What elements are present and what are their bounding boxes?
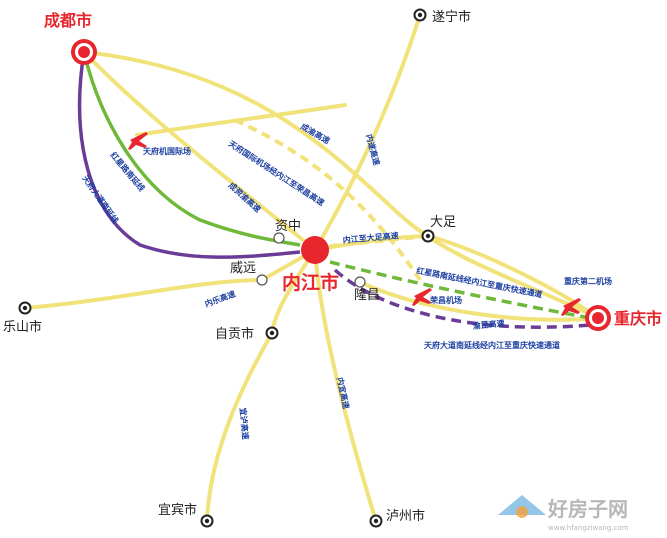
city-label-longchang: 隆昌	[354, 288, 380, 303]
airport-label-tianfu: 天府机国际场	[143, 146, 191, 156]
road-neisui	[270, 13, 422, 335]
airport-icons	[128, 132, 581, 316]
road-chengyu	[82, 50, 600, 320]
road-neile	[23, 248, 317, 310]
road-label-tianfu-ave-ext: 天府大道南延线经内江至重庆快速通道	[424, 340, 560, 350]
road-yiluo	[205, 331, 274, 523]
weiyuan-marker[interactable]	[256, 274, 268, 286]
road-tianfu-ext	[234, 118, 422, 282]
route-hongxing	[82, 51, 301, 247]
road-label-hongxing-ext: 红星路南延线经内江至重庆快速通道	[416, 265, 544, 299]
road-dazu-dash	[329, 234, 429, 248]
watermark-url: www.hfangziwang.com	[548, 524, 629, 532]
road-label-yurong: 渝昆高速	[471, 318, 505, 331]
zizhong-marker[interactable]	[273, 232, 285, 244]
road-airport-link	[135, 103, 347, 137]
city-label-suining: 遂宁市	[432, 9, 471, 25]
route-hongxing-ext	[329, 260, 591, 320]
airplane-icon	[561, 298, 581, 316]
airplane-icon	[128, 132, 148, 150]
road-label-tianfu-ave: 天府大道南延线	[80, 173, 120, 225]
road-chengzi	[82, 50, 317, 252]
longchang-marker[interactable]	[354, 276, 366, 288]
airport-label-chongqing2: 重庆第二机场	[564, 276, 612, 286]
city-label-chengdu: 成都市	[44, 11, 92, 30]
city-label-neijiang: 内江市	[282, 271, 339, 294]
city-label-weiyuan: 威远	[230, 261, 256, 276]
city-label-chongqing: 重庆市	[614, 309, 662, 328]
road-yurong	[358, 280, 600, 322]
watermark: 好房子网 www.hfangziwang.com	[498, 495, 629, 532]
airplane-icon	[412, 288, 432, 306]
road-label-neile: 内乐高速	[203, 289, 236, 309]
road-label-neida: 内江至大足高速	[342, 230, 399, 245]
city-label-luzhou: 泸州市	[386, 508, 425, 524]
sun-icon	[516, 506, 528, 518]
city-label-leshan: 乐山市	[3, 319, 42, 335]
city-label-zigong: 自贡市	[215, 326, 254, 342]
city-markers	[18, 8, 611, 528]
neijiang-marker[interactable]	[301, 236, 329, 264]
airport-label-rongchang: 荣昌机场	[429, 295, 462, 305]
road-neiyi	[313, 248, 378, 523]
road-label-yiluo: 宜泸高速	[238, 407, 251, 440]
city-label-dazu: 大足	[430, 215, 456, 230]
city-label-zizhong: 资中	[275, 219, 301, 234]
highway-network	[23, 13, 600, 523]
route-tianfu-ave	[77, 51, 301, 259]
city-label-yibin: 宜宾市	[158, 502, 197, 518]
road-label-chengzi: 成资渝高速	[227, 180, 263, 214]
house-logo-icon	[498, 495, 546, 515]
watermark-brand: 好房子网	[547, 497, 628, 521]
road-label-neiyi: 内宜高速	[335, 376, 351, 409]
route-tianfu-ave-ext	[333, 268, 591, 329]
